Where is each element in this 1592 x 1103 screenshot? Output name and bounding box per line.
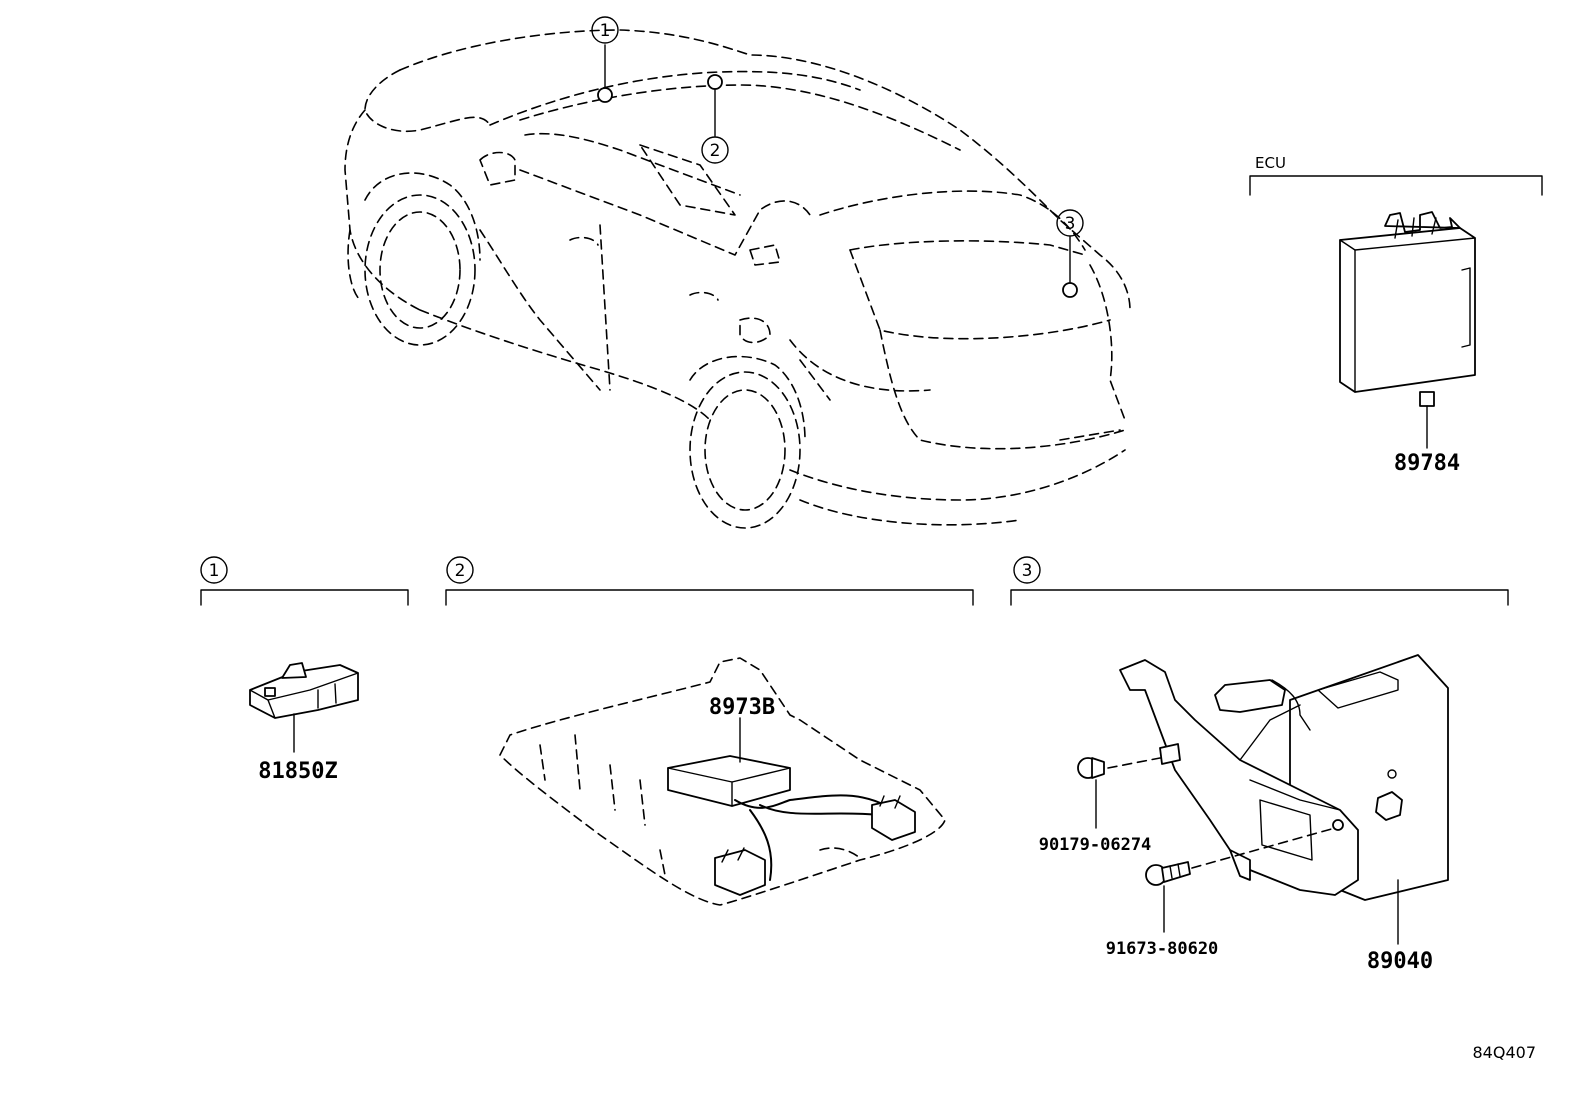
sensor-illustration	[249, 662, 359, 719]
location-marker-3	[1062, 282, 1078, 298]
section-1: 1 81850Z	[200, 556, 409, 784]
part-number-bracket-unit: 89040	[1367, 949, 1433, 974]
ecu-module-illustration	[1339, 211, 1476, 407]
part-number-ecu: 89784	[1394, 451, 1460, 476]
ecu-label: ECU	[1255, 154, 1286, 172]
bolt-illustration	[1145, 827, 1336, 886]
part-number-bolt: 91673-80620	[1106, 939, 1219, 959]
vehicle-callout-1: 1	[591, 16, 619, 44]
vehicle-callout-2: 2	[701, 136, 729, 164]
section-3: 3 90179-06274	[1010, 556, 1509, 974]
callout-label: 1	[600, 21, 611, 41]
diagram-code: 84Q407	[1473, 1043, 1537, 1062]
section-callout: 3	[1022, 561, 1033, 581]
location-marker-2	[707, 74, 723, 90]
location-marker-1	[597, 87, 613, 103]
ecu-group: ECU 89784	[1249, 154, 1543, 476]
roof-module-illustration	[499, 657, 946, 906]
section-callout: 1	[209, 561, 220, 581]
section-2: 2 8973B	[445, 556, 974, 906]
callout-label: 2	[710, 141, 721, 161]
part-number-roof-unit: 8973B	[709, 695, 775, 720]
callout-label: 3	[1065, 214, 1076, 234]
bracket-unit-illustration	[1119, 654, 1449, 901]
part-number-clip: 90179-06274	[1039, 835, 1152, 855]
part-number-sensor: 81850Z	[258, 759, 337, 784]
vehicle-illustration	[344, 29, 1131, 529]
section-callout: 2	[455, 561, 466, 581]
clip-illustration	[1077, 743, 1181, 779]
vehicle-callout-3: 3	[1056, 209, 1084, 237]
